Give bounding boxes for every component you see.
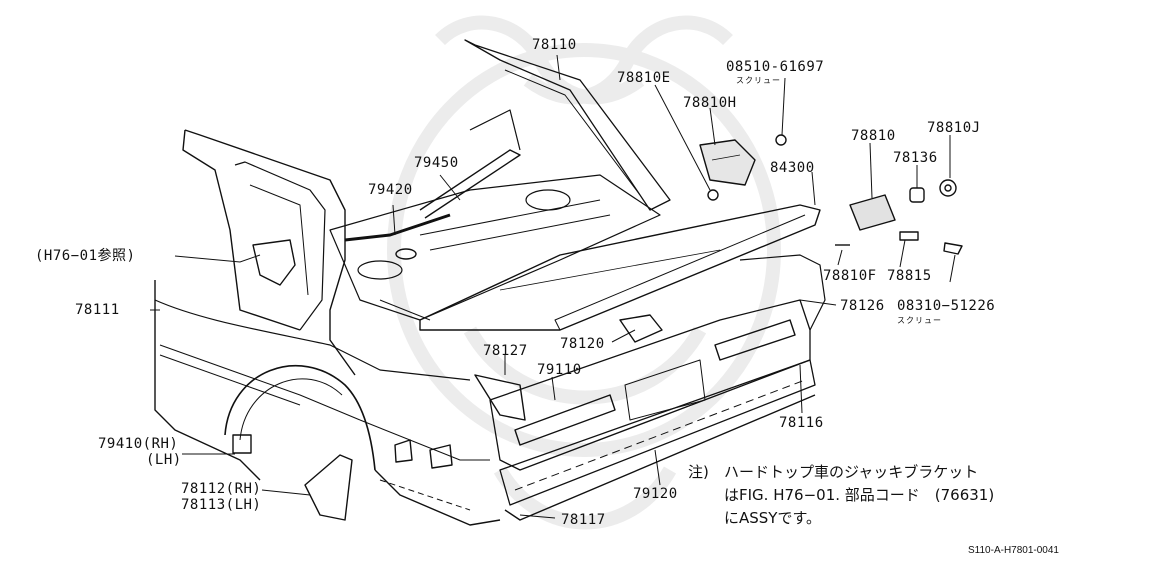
brace-79450: [419, 149, 521, 219]
part-label-79410-lh: (LH): [146, 452, 182, 468]
part-label-78113-lh: 78113(LH): [181, 497, 262, 513]
part-label-78110: 78110: [532, 37, 577, 53]
part-label-78117: 78117: [561, 512, 606, 528]
bracket-78127: [474, 374, 526, 421]
note-line-1: ハードトップ車のジャッキブラケット: [724, 463, 979, 481]
part-label-78810: 78810: [851, 128, 896, 144]
part-label-79420: 79420: [368, 182, 413, 198]
note-prefix: 注): [688, 463, 709, 481]
part-label-78810J: 78810J: [927, 120, 981, 136]
part-label-78136: 78136: [893, 150, 938, 166]
part-label-78126: 78126: [840, 298, 885, 314]
part-label-78120: 78120: [560, 336, 605, 352]
quarter-pillar: [184, 129, 356, 376]
part-label-78112-rh: 78112(RH): [181, 481, 262, 497]
part-label-08310-51226: 08310−51226: [897, 298, 996, 314]
part-label-78810E: 78810E: [617, 70, 671, 86]
jack-bracket-78112: [304, 454, 353, 521]
part-label-79450: 79450: [414, 155, 459, 171]
part-label-79120: 79120: [633, 486, 678, 502]
note-line-3: にASSYです。: [724, 509, 821, 527]
wheel-arch: [224, 364, 376, 471]
diagram-code: S110-A-H7801-0041: [968, 545, 1059, 556]
rear-deck-panel: [464, 39, 671, 211]
part-label-78810F: 78810F: [823, 268, 877, 284]
quarter-panel: [154, 280, 261, 481]
part-label-78116: 78116: [779, 415, 824, 431]
lower-rear-panel: [499, 359, 816, 506]
part-label-84300: 84300: [770, 160, 815, 176]
part-label-78127: 78127: [483, 343, 528, 359]
part-label-79410-rh: 79410(RH): [98, 436, 179, 452]
rear-panel: [489, 299, 811, 471]
part-label-08510-61697: 08510-61697: [726, 59, 825, 75]
screw-sublabel: スクリュー: [736, 76, 781, 85]
part-label-78810H: 78810H: [683, 95, 737, 111]
note-line-2: はFIG. H76−01. 部品コード (76631): [724, 486, 995, 504]
latch-78120: [619, 314, 663, 343]
part-label-78111: 78111: [75, 302, 120, 318]
screw-sublabel-2: スクリュー: [897, 316, 942, 325]
part-label-79110: 79110: [537, 362, 582, 378]
bracket-78810H: [699, 139, 756, 186]
reference-label-h76: (H76−01参照): [35, 248, 136, 264]
part-label-78815: 78815: [887, 268, 932, 284]
trunk-lid: [419, 204, 821, 331]
trunk-floor: [329, 174, 661, 321]
plate-78810: [849, 194, 896, 231]
gutter-79420: [344, 213, 451, 242]
